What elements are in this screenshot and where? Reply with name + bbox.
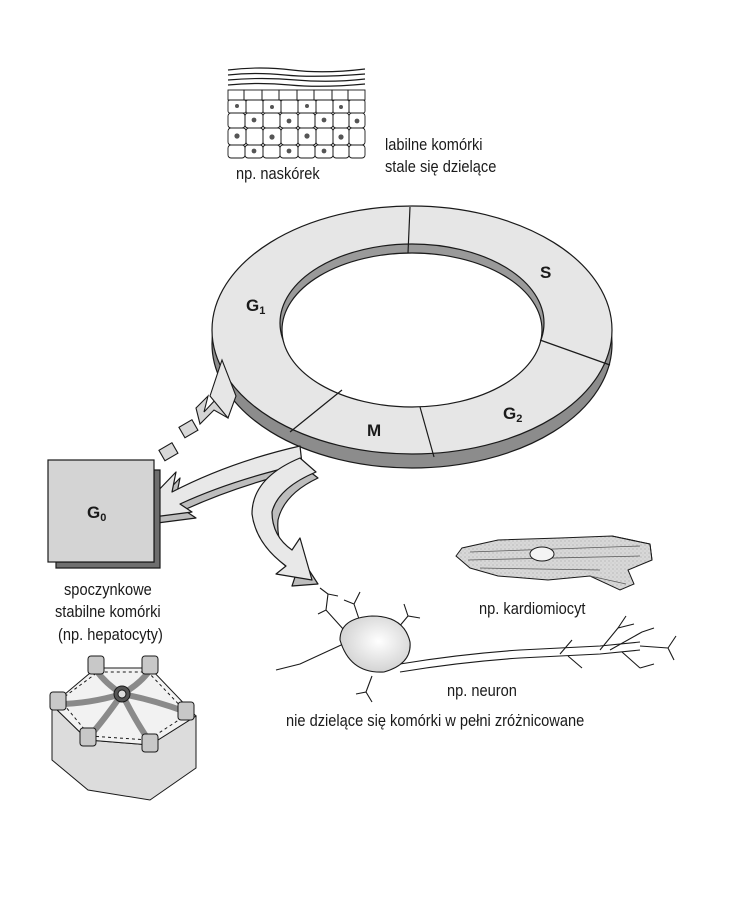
labile-cells-label: labilne komórki [385, 135, 483, 154]
phase-g2-label: G2 [503, 404, 523, 425]
return-to-g1-arrow [137, 358, 237, 482]
cardiomyocyte-example-label: np. kardiomiocyt [479, 599, 586, 618]
phase-g0-label: G0 [87, 503, 107, 524]
cell-cycle-ring [211, 205, 613, 469]
divider-g1-s [407, 206, 411, 254]
divider-m-g1 [289, 389, 343, 433]
resting-label: spoczynkowe [64, 580, 152, 599]
neuron-illustration [275, 587, 677, 703]
epidermis-illustration [227, 67, 366, 159]
phase-g1-label: G1 [246, 296, 266, 317]
constantly-dividing-label: stale się dzielące [385, 157, 497, 176]
phase-s-label: S [540, 263, 552, 282]
hepatocytes-example-label: (np. hepatocyty) [58, 625, 163, 644]
epidermis-example-label: np. naskórek [236, 164, 320, 183]
g0-box [47, 459, 161, 569]
phase-m-label: M [367, 421, 382, 440]
arrow-m-to-nondividing [251, 457, 319, 587]
hepatocyte-illustration [49, 655, 197, 801]
divider-s-g2 [539, 339, 611, 366]
divider-g2-m [419, 406, 435, 458]
neuron-example-label: np. neuron [447, 681, 517, 700]
stable-cells-label: stabilne komórki [55, 602, 161, 621]
nondividing-caption: nie dzielące się komórki w pełni zróżnic… [286, 711, 585, 730]
cardiomyocyte-illustration [455, 535, 653, 591]
arrow-m-to-g0 [129, 445, 303, 527]
